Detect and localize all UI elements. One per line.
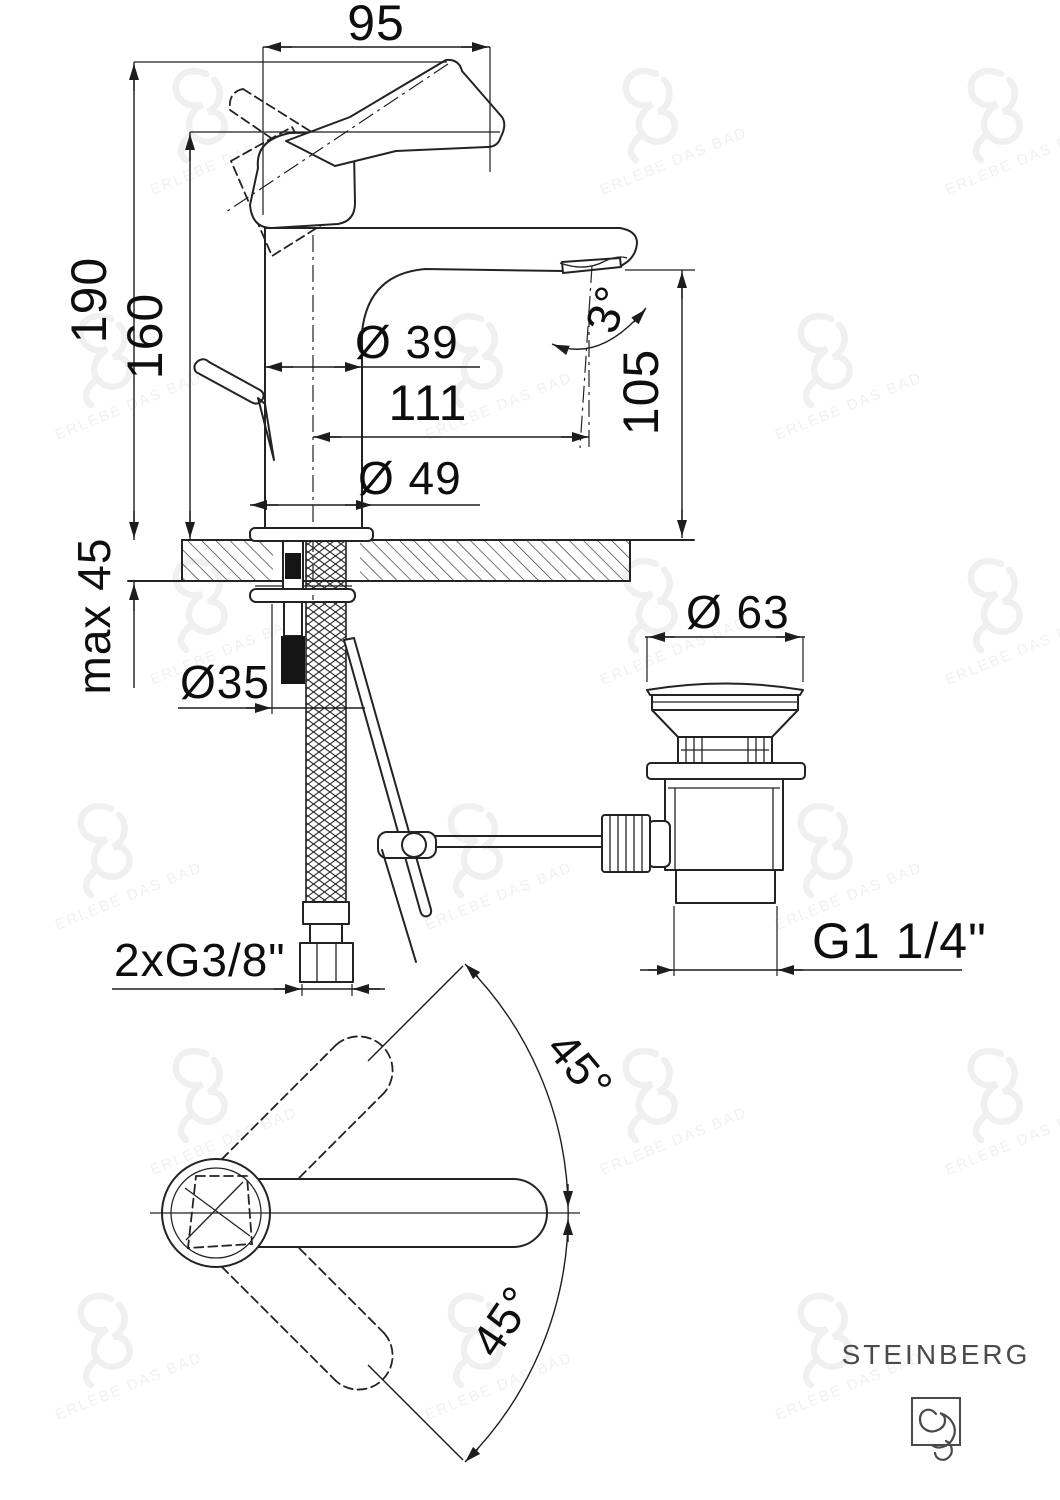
radial-line-lower xyxy=(367,1364,464,1461)
dim-total-height: 190 xyxy=(61,61,447,540)
swivel-arc xyxy=(464,963,569,1463)
drain-body xyxy=(664,778,784,871)
dim-label-g38: 2xG3/8" xyxy=(114,934,286,986)
drain-flange xyxy=(646,762,806,780)
brand-name: STEINBERG xyxy=(842,1339,1031,1370)
pop-up-linkage xyxy=(343,637,605,963)
dim-outlet-height: 105 xyxy=(613,269,695,538)
base-plate xyxy=(249,527,374,542)
dim-label-max45: max 45 xyxy=(68,538,120,695)
dim-label-d35: Ø35 xyxy=(180,656,270,708)
dim-label-d39: Ø 39 xyxy=(355,316,459,368)
pop-up-knob-stem xyxy=(257,397,275,461)
dimensions: 95 190 160 Ø 39 xyxy=(61,0,987,1366)
pop-up-rod-tip xyxy=(381,849,417,963)
faucet-body xyxy=(264,227,638,529)
dim-label-105: 105 xyxy=(613,349,669,435)
dim-label-d63: Ø 63 xyxy=(686,586,790,638)
dim-body-height: 160 xyxy=(117,131,500,540)
handle-lever xyxy=(285,58,506,167)
hub-hidden-cartridge xyxy=(186,1175,253,1249)
dim-label-g114: G1 1/4" xyxy=(812,913,987,969)
dim-label-160: 160 xyxy=(117,293,173,379)
pop-up-rod-lower xyxy=(343,637,433,918)
logo-swirl-icon xyxy=(918,1408,956,1461)
handle-top-view xyxy=(150,963,580,1463)
drain-side-port xyxy=(647,820,671,868)
spout-beak-curve xyxy=(559,256,628,268)
faucet-front-view xyxy=(193,58,638,600)
dim-supply-thread: 2xG3/8" xyxy=(112,934,385,996)
hose-neck xyxy=(309,923,343,944)
dim-hole-diameter: Ø35 xyxy=(178,604,365,714)
dim-base-diameter: Ø 49 xyxy=(250,452,480,510)
dim-label-3deg: 3° xyxy=(575,279,639,339)
drain-tailpiece xyxy=(675,869,776,904)
radial-line-upper xyxy=(367,965,464,1062)
dim-label-95: 95 xyxy=(347,0,405,51)
pop-up-knob xyxy=(193,358,265,405)
dim-max-counter: max 45 xyxy=(68,538,139,695)
dim-label-45-lower: 45° xyxy=(461,1276,545,1365)
dim-spout-width: 95 xyxy=(262,0,491,215)
mounting-washer xyxy=(249,588,356,603)
drain-cone xyxy=(651,709,799,738)
mounting-hardware xyxy=(249,540,356,684)
countertop-hatch-right xyxy=(360,541,630,580)
stud-thread-upper xyxy=(285,553,301,579)
hose-hex-nut xyxy=(299,942,354,983)
countertop xyxy=(127,539,695,582)
dim-spout-reach: 111 xyxy=(313,310,590,450)
dim-label-111: 111 xyxy=(388,375,467,431)
dim-label-d49: Ø 49 xyxy=(358,452,462,504)
hub-cross-lines xyxy=(184,1181,251,1241)
stud-thread-lower xyxy=(281,636,305,684)
linkage-ball-joint xyxy=(401,832,427,858)
countertop-hatch-left xyxy=(182,541,273,580)
dim-label-190: 190 xyxy=(61,257,117,343)
logo-square xyxy=(911,1397,961,1446)
drain-assembly xyxy=(601,682,806,904)
supply-hose xyxy=(299,540,354,983)
dim-body-diameter: Ø 39 xyxy=(265,316,480,372)
dim-label-45-upper: 45° xyxy=(537,1022,623,1111)
drain-cap xyxy=(646,682,804,696)
dim-drain-diameter: Ø 63 xyxy=(645,586,805,682)
brand-logo: STEINBERG xyxy=(842,1339,1031,1461)
dim-drain-thread: G1 1/4" xyxy=(640,906,987,976)
hose-ferrule xyxy=(302,901,350,925)
stud-shank xyxy=(283,601,303,637)
